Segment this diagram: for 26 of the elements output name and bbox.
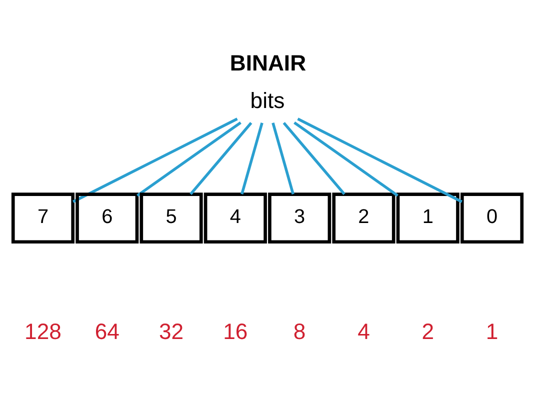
node-box: 5: [140, 192, 203, 244]
connector: [72, 117, 238, 202]
node-box: 3: [268, 192, 332, 244]
connector: [294, 120, 398, 196]
connector: [282, 121, 346, 195]
node-box: 6: [76, 192, 139, 244]
node-box: 2: [332, 192, 396, 244]
label: 1: [486, 318, 498, 344]
connector: [272, 122, 294, 194]
label: 8: [293, 318, 306, 344]
label: 64: [94, 318, 120, 344]
node-box: 0: [460, 192, 524, 244]
connector: [136, 120, 242, 196]
connector: [240, 122, 264, 194]
label: 32: [158, 318, 184, 344]
node-box: 7: [11, 192, 74, 244]
label: 16: [223, 318, 248, 344]
node-box: 1: [396, 192, 460, 244]
node-text: bits: [250, 88, 285, 113]
label: 2: [422, 318, 434, 344]
connector: [190, 121, 252, 195]
node-box: 4: [204, 192, 267, 244]
label: 4: [358, 318, 370, 344]
label: 128: [24, 318, 62, 344]
connector: [297, 117, 462, 202]
diagram-title: BINAIR: [230, 50, 306, 75]
